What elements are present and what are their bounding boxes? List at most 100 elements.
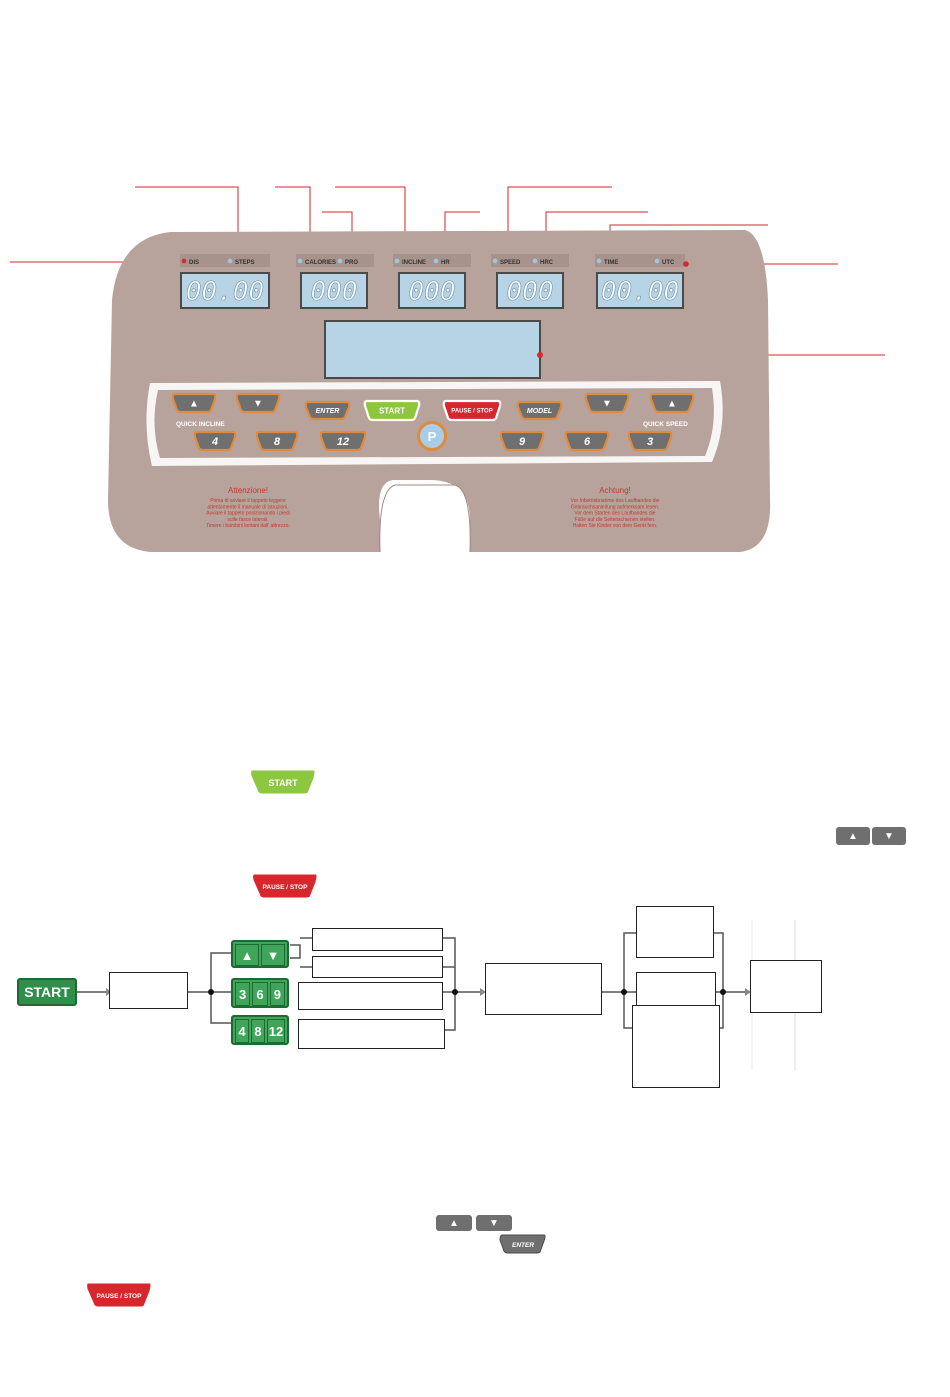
enter-button-icon: ENTER [499,1234,546,1254]
flow-key-3: 3 [235,982,251,1006]
console-cutout [379,484,471,553]
flow-box-speed [298,982,443,1010]
lcd-value: 00.00 [601,277,679,307]
warning-line: sulle fasce laterali. [227,517,268,523]
flow-box-down [312,956,443,978]
warning-italian-title: Attenzione! [228,486,268,495]
indicator-label: TIME [604,260,618,266]
enter-button[interactable]: ENTER [304,400,351,421]
up-arrow-icon: ▲ [836,827,870,845]
flow-key-4: 4 [235,1019,249,1043]
indicator-label: INCLINE [402,260,426,266]
speed-6-button-label: 6 [584,436,591,448]
incline-12-button-label: 12 [337,436,349,448]
flow-box-1 [109,972,188,1009]
flow-key-8: 8 [251,1019,265,1043]
speed-9-button[interactable]: 9 [499,430,545,452]
enter-button-label: ENTER [316,408,340,415]
indicator-label: PRO [345,260,358,266]
indicator-led [654,258,660,264]
speed-up-button-label: ▲ [667,399,677,410]
indicator-label: UTC [662,260,675,266]
speed-3-button[interactable]: 3 [627,430,673,452]
incline-down-button-label: ▼ [253,399,263,410]
quick-incline-label: QUICK INCLINE [176,421,225,428]
flow-incline-keys: 4 8 12 [231,1015,289,1045]
flow-up-key: ▲ [235,944,259,966]
warning-line: Vor Inbetriebnahme des Laufbandes die [571,498,660,504]
flow-key-6: 6 [252,982,268,1006]
lcd-display [496,272,564,309]
warning-line: Füße auf die Seitenschienen stellen. [575,517,656,523]
indicator-led [596,258,602,264]
incline-4-button[interactable]: 4 [193,430,237,452]
start-button-icon: START [250,769,316,795]
start-button[interactable]: START [363,399,421,422]
indicator-led [337,258,343,264]
incline-8-button[interactable]: 8 [255,430,299,452]
lcd-value: 000 [311,277,358,307]
enter-icon-label: ENTER [512,1242,534,1249]
speed-up-button[interactable]: ▲ [649,392,695,414]
bottom-pause-stop-label: PAUSE / STOP [97,1293,143,1300]
incline-4-button-label: 4 [211,436,218,448]
flow-box-center [485,963,602,1015]
model-button[interactable]: MODEL [516,400,563,421]
warning-line: attentamente il manuale di istruzioni. [207,504,288,510]
incline-8-button-label: 8 [274,436,281,448]
start-button-label: START [379,406,405,415]
flow-key-12: 12 [267,1019,285,1043]
lcd-display [300,272,368,309]
indicator-led [394,258,400,264]
warning-line: Tenere i bambini lontani dall' attrezzo. [206,523,290,529]
flow-speed-keys: 3 6 9 [231,978,289,1008]
model-button-label: MODEL [527,408,552,415]
warning-line: Halten Sie Kinder von dem Gerät fern. [573,523,658,529]
indicator-led [433,258,439,264]
warning-line: Gebrauchsanleitung aufmerksam lesen. [571,504,659,510]
speed-down-button-label: ▼ [602,399,612,410]
warning-line: Prima di avviare il tappeto leggere [210,498,286,504]
utc-callout-dot [683,261,689,267]
indicator-label: HR [441,260,450,266]
pause-stop-icon-label: PAUSE / STOP [263,884,309,891]
speed-3-button-label: 3 [647,436,653,448]
incline-up-button[interactable]: ▲ [171,392,217,414]
warning-german-title: Achtung! [599,486,631,495]
flow-down-key: ▼ [261,944,285,966]
warning-german: Achtung! Vor Inbetriebnahme des Laufband… [571,486,660,529]
speed-down-button[interactable]: ▼ [584,392,630,414]
flow-box-top [636,906,714,958]
p-label: P [428,429,437,444]
incline-12-button[interactable]: 12 [319,430,367,452]
lcd-value: 000 [507,277,554,307]
pause-stop-button-label: PAUSE / STOP [451,409,492,415]
pause-stop-button-icon: PAUSE / STOP [252,873,318,899]
flow-box-bottom [632,1005,720,1088]
incline-down-button[interactable]: ▼ [235,392,281,414]
down-arrow-icon: ▼ [872,827,906,845]
indicator-led [181,258,187,264]
start-icon-label: START [268,778,298,788]
speed-6-button[interactable]: 6 [564,430,610,452]
flow-start-button: START [17,978,77,1006]
flow-box-up [312,928,443,951]
flow-arrow-keys: ▲ ▼ [231,940,289,968]
pause-stop-button[interactable]: PAUSE / STOP [442,399,502,422]
indicator-led [492,258,498,264]
indicator-label: HRC [540,260,554,266]
indicator-label: DIS [189,260,199,266]
flow-box-incline [298,1019,445,1049]
warning-line: Avviare il tappeto posizionando i piedi [206,511,290,517]
indicator-label: SPEED [500,260,521,266]
indicator-led [227,258,233,264]
lcd-value: 00.00 [186,277,264,307]
speed-9-button-label: 9 [519,436,526,448]
indicator-label: CALORIES [305,260,336,266]
flow-key-9: 9 [269,982,285,1006]
p-button[interactable]: P [417,421,447,451]
matrix-callout-dot [537,352,543,358]
